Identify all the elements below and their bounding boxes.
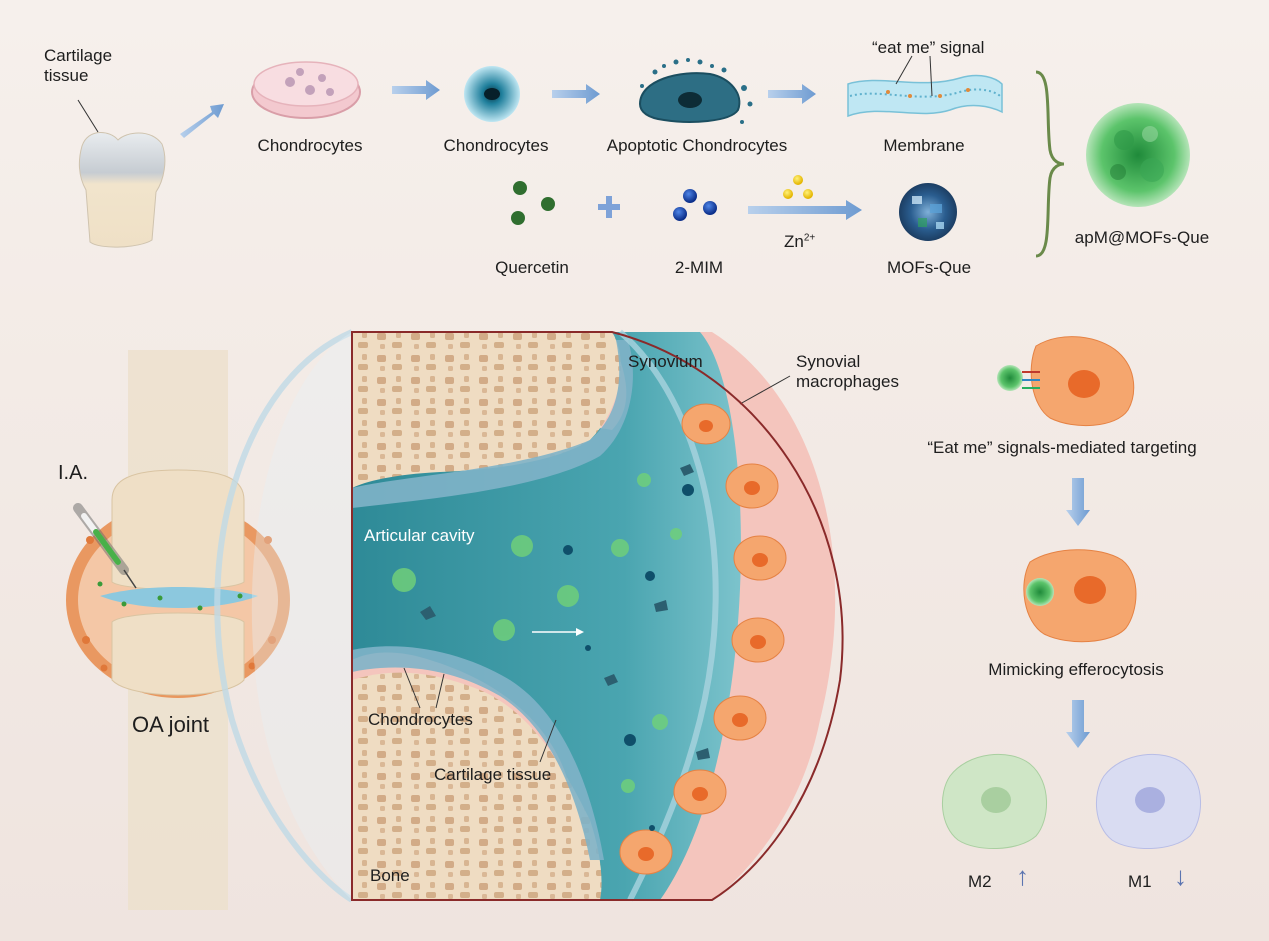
- membrane-illustration: [847, 74, 1003, 118]
- chondrocyte-cell-illustration: [464, 66, 520, 122]
- m1-macrophage: [1095, 753, 1201, 849]
- m2-up-arrow: ↑: [1016, 861, 1029, 891]
- arrow-cartilage-to-dish: [180, 104, 224, 138]
- pointer-line-eatme-1: [895, 55, 913, 85]
- zn-charge: 2+: [803, 232, 816, 244]
- label-cartilage-tissue-top: Cartilage tissue: [44, 46, 113, 85]
- label-bone: Bone: [370, 866, 410, 885]
- label-chondrocytes-cavity: Chondrocytes: [368, 710, 473, 729]
- label-apm-mofs-que: apM@MOFs-Que: [1074, 228, 1210, 247]
- arrow-efferocytosis-to-polarization: [1066, 700, 1090, 748]
- label-2-mim: 2-MIM: [674, 258, 724, 277]
- apoptotic-chondrocyte-illustration: [638, 58, 753, 124]
- label-eat-me-targeting: “Eat me” signals-mediated targeting: [927, 438, 1197, 457]
- mofs-que-particle: [899, 183, 957, 241]
- arrow-to-mofs-que: [748, 200, 862, 220]
- label-m2: M2: [968, 872, 992, 891]
- cavity-panel: [351, 329, 844, 902]
- label-membrane: Membrane: [883, 136, 965, 155]
- efferocytosis-macrophage: [1023, 549, 1137, 643]
- apm-mofs-que-particle: [1086, 103, 1190, 207]
- quercetin-particles: [511, 181, 555, 225]
- arrow-cell-to-apoptotic: [552, 84, 600, 104]
- label-oa-joint: OA joint: [132, 712, 210, 737]
- pointer-line-eatme-2: [929, 55, 933, 97]
- label-chondrocytes-cell: Chondrocytes: [443, 136, 549, 155]
- label-synovial-macrophages: Synovial macrophages: [796, 352, 900, 391]
- m1-down-arrow: ↓: [1174, 861, 1187, 891]
- label-synovium: Synovium: [628, 352, 703, 371]
- cartilage-tissue-illustration: [78, 132, 166, 248]
- magnification-lens: [214, 329, 354, 903]
- label-m1: M1: [1128, 872, 1152, 891]
- petri-dish-illustration: [251, 61, 361, 119]
- label-mimicking-efferocytosis: Mimicking efferocytosis: [988, 660, 1164, 679]
- label-zn: Zn2+: [784, 232, 815, 252]
- label-ia: I.A.: [58, 462, 89, 484]
- zinc-particles: [783, 175, 813, 199]
- mim-particles: [673, 189, 717, 221]
- arrow-apoptotic-to-membrane: [768, 84, 816, 104]
- label-apoptotic-chondrocytes: Apoptotic Chondrocytes: [606, 136, 788, 155]
- label-cartilage-tissue-cavity: Cartilage tissue: [434, 765, 552, 784]
- label-quercetin: Quercetin: [495, 258, 569, 277]
- label-mofs-que: MOFs-Que: [886, 258, 972, 277]
- m2-macrophage: [941, 753, 1047, 849]
- targeting-macrophage: [997, 336, 1135, 427]
- arrow-dish-to-cell: [392, 80, 440, 100]
- syringe-illustration: [73, 503, 137, 589]
- label-articular-cavity: Articular cavity: [364, 526, 475, 545]
- pointer-line-cartilage: [77, 99, 99, 133]
- oa-joint-illustration: [66, 350, 290, 910]
- arrow-targeting-to-efferocytosis: [1066, 478, 1090, 526]
- curly-brace: [1035, 70, 1065, 258]
- plus-sign: [598, 196, 620, 218]
- label-chondrocytes-dish: Chondrocytes: [257, 136, 363, 155]
- label-eat-me-signal: “eat me” signal: [872, 38, 985, 57]
- zn-text: Zn: [784, 232, 804, 251]
